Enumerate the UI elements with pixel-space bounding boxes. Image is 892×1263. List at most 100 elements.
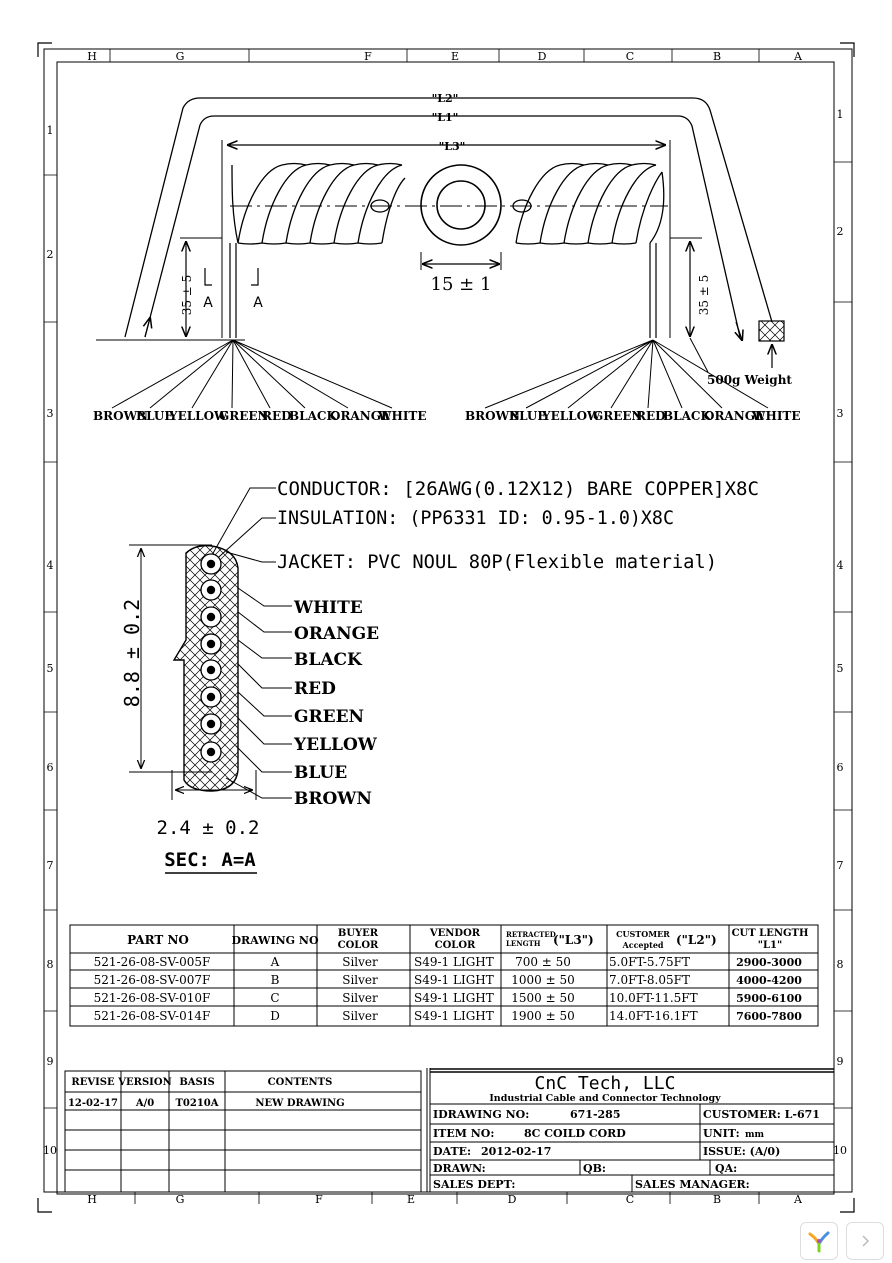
wire-label-right: ORANGE <box>704 409 764 423</box>
frame-letter-top: C <box>626 50 634 63</box>
wire-label-right: YELLOW <box>541 409 601 423</box>
frame-number-right: 8 <box>837 958 844 971</box>
parts-cell: 4000-4200 <box>736 974 802 987</box>
parts-table <box>69 924 819 1027</box>
frame-number-left: 4 <box>47 559 54 572</box>
parts-cell: Silver <box>342 973 378 987</box>
frame-letter-top: H <box>87 50 97 63</box>
frame-number-left: 3 <box>47 407 54 420</box>
frame-number-right: 4 <box>837 559 844 572</box>
wire-label-right: WHITE <box>751 409 801 423</box>
wire-label-right: GREEN <box>593 409 643 423</box>
revision-cell: NEW DRAWING <box>255 1098 344 1109</box>
conductor-color-label: BROWN <box>294 789 372 809</box>
chevron-right-icon <box>862 1235 870 1247</box>
frame-number-left: 5 <box>47 662 54 675</box>
drawn-field: DRAWN: <box>433 1162 486 1175</box>
parts-cell: S49-1 LIGHT <box>414 973 494 987</box>
insulation-spec: INSULATION: (PP6331 ID: 0.95-1.0)X8C <box>277 507 674 529</box>
unit-label: UNIT: <box>703 1127 740 1140</box>
title-block <box>426 1068 834 1192</box>
wire-label-left: ORANGE <box>330 409 390 423</box>
weight-label: 500g Weight <box>707 373 792 387</box>
date-value: 2012-02-17 <box>481 1145 551 1158</box>
revision-header: REVISE <box>71 1077 115 1088</box>
parts-cell: 521-26-08-SV-005F <box>94 955 211 969</box>
wire-label-left: WHITE <box>377 409 427 423</box>
frame-letter-bottom: H <box>87 1193 97 1206</box>
conductor-color-label: GREEN <box>294 707 364 727</box>
parts-cell: 521-26-08-SV-014F <box>94 1009 211 1023</box>
viewer-logo-button[interactable] <box>800 1222 838 1260</box>
frame-number-right: 9 <box>837 1055 844 1068</box>
unit-value: mm <box>745 1130 765 1140</box>
sales-manager-field: SALES MANAGER: <box>635 1178 750 1191</box>
title-block-text: CnC Tech, LLC Industrial Cable and Conne… <box>433 1073 820 1191</box>
conductor-color-label: YELLOW <box>293 735 378 755</box>
frame-number-right: 1 <box>837 108 844 121</box>
parts-cell: B <box>271 973 280 987</box>
coiled-cord-labels: "L2" "L1" "L3" 15 ± 1 35 ± 5 35 ± 5 A A … <box>93 92 801 423</box>
parts-cell: 700 ± 50 <box>515 955 571 969</box>
parts-cell: S49-1 LIGHT <box>414 991 494 1005</box>
wire-label-right: RED <box>636 409 666 423</box>
header-customer-tag: ("L2") <box>676 933 717 947</box>
frame-letter-bottom: B <box>713 1193 721 1206</box>
section-width-dimension: 2.4 ± 0.2 <box>157 817 260 839</box>
pitch-dimension: 15 ± 1 <box>431 274 492 295</box>
frame-number-right: 2 <box>837 225 844 238</box>
revision-cell: A/0 <box>135 1098 154 1109</box>
parts-cell: Silver <box>342 1009 378 1023</box>
frame-number-left: 9 <box>47 1055 54 1068</box>
conductor-core <box>206 747 216 757</box>
customer-field: CUSTOMER: L-671 <box>703 1108 820 1121</box>
wire-label-left: BLACK <box>289 409 337 423</box>
frame-letter-top: B <box>713 50 721 63</box>
next-page-button[interactable] <box>846 1222 884 1260</box>
parts-cell: 5900-6100 <box>736 992 802 1005</box>
frame-number-left: 10 <box>43 1144 57 1157</box>
drawing-frame <box>37 42 855 1213</box>
l1-label: "L1" <box>432 111 459 124</box>
section-mark-right: A <box>253 295 263 311</box>
parts-cell: 7.0FT-8.05FT <box>609 973 690 987</box>
frame-letter-top: G <box>176 50 185 63</box>
conductor-core <box>206 585 216 595</box>
parts-cell: S49-1 LIGHT <box>414 955 494 969</box>
conductor-core <box>206 639 216 649</box>
frame-number-right: 3 <box>837 407 844 420</box>
section-title: SEC: A=A <box>164 849 256 871</box>
sales-dept-field: SALES DEPT: <box>433 1178 515 1191</box>
conductor-color-label: BLUE <box>294 763 347 783</box>
header-customer-2: Accepted <box>621 940 663 950</box>
parts-cell: 7600-7800 <box>736 1010 802 1023</box>
tail-left-dimension: 35 ± 5 <box>180 275 194 316</box>
parts-cell: A <box>270 955 280 969</box>
tail-right-dimension: 35 ± 5 <box>697 275 711 316</box>
frame-letter-bottom: A <box>793 1193 803 1206</box>
header-buyer-color-2: COLOR <box>338 940 379 951</box>
frame-number-right: 5 <box>837 662 844 675</box>
viewer-logo-icon <box>808 1231 830 1253</box>
revision-header: CONTENTS <box>268 1077 333 1088</box>
revision-header: BASIS <box>179 1077 214 1088</box>
conductor-circles <box>200 553 222 763</box>
frame-letter-bottom: E <box>407 1193 415 1206</box>
wire-label-left: GREEN <box>219 409 269 423</box>
header-retracted-1: RETRACTED <box>506 930 556 939</box>
parts-cell: 14.0FT-16.1FT <box>609 1009 698 1023</box>
parts-cell: 1500 ± 50 <box>511 991 575 1005</box>
revision-cell: 12-02-17 <box>68 1098 118 1109</box>
frame-letter-bottom: D <box>508 1193 517 1206</box>
conductor-core <box>206 719 216 729</box>
frame-number-left: 7 <box>47 859 54 872</box>
frame-number-left: 2 <box>47 248 54 261</box>
conductor-core <box>206 665 216 675</box>
section-height-dimension: 8.8 ± 0.2 <box>120 599 144 707</box>
frame-letter-top: E <box>451 50 459 63</box>
issue-field: ISSUE: (A/0) <box>703 1145 780 1158</box>
